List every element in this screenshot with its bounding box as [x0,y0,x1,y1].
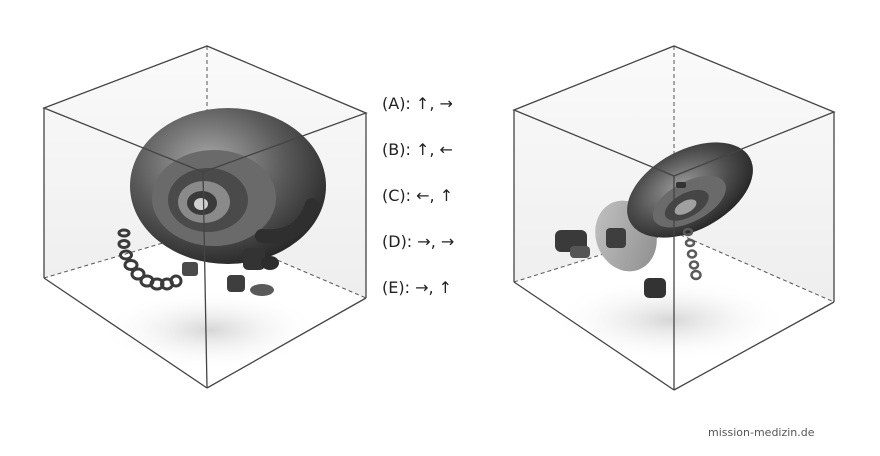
source-credit: mission-medizin.de [708,426,815,439]
option-a[interactable]: (A): ↑, → [382,94,453,113]
option-e[interactable]: (E): →, ↑ [382,278,453,297]
option-b[interactable]: (B): ↑, ← [382,140,453,159]
left-cube-edges [42,45,368,389]
right-spiral-shell [627,142,753,238]
left-cube [42,45,368,389]
right-ring-chain [682,227,702,281]
right-cube [512,45,836,391]
left-spiral-shell [130,108,326,264]
left-ring-chain [117,228,183,291]
right-small-blocks [555,182,686,298]
right-cube-edges [512,45,836,391]
right-cube-floor-shadow [550,278,790,362]
option-d[interactable]: (D): →, → [382,232,455,251]
option-c[interactable]: (C): ←, ↑ [382,186,454,205]
left-cube-floor-shadow [100,290,320,370]
left-small-blocks [182,248,279,296]
answer-options: (A): ↑, → (B): ↑, ← (C): ←, ↑ (D): →, → … [382,92,454,322]
